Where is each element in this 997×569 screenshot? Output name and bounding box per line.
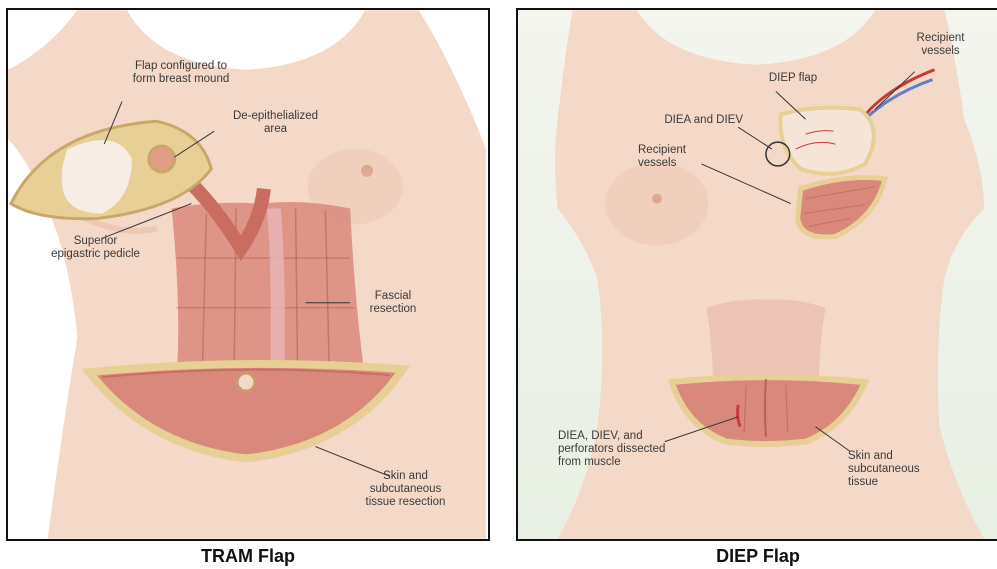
- diep-label-recipient-vessels-left: Recipient vessels: [638, 144, 738, 170]
- diep-label-perforators: DIEA, DIEV, and perforators dissected fr…: [558, 430, 708, 469]
- diep-label-skin-tissue: Skin and subcutaneous tissue: [848, 450, 958, 489]
- tram-illustration: [8, 10, 488, 539]
- diep-label-recipient-vessels-top: Recipient vessels: [893, 32, 988, 58]
- tram-label-de-epithelialized: De-epithelialized area: [208, 110, 343, 136]
- tram-label-fascial-resection: Fascial resection: [348, 290, 438, 316]
- tram-label-flap-configured: Flap configured to form breast mound: [96, 60, 266, 86]
- tram-label-superior-pedicle: Superior epigastric pedicle: [28, 235, 163, 261]
- tram-panel: Flap configured to form breast mound De-…: [6, 8, 490, 541]
- diep-panel: Recipient vessels DIEP flap DIEA and DIE…: [516, 8, 997, 541]
- diep-label-diea-diev: DIEA and DIEV: [628, 114, 743, 127]
- tram-label-skin-resection: Skin and subcutaneous tissue resection: [338, 470, 473, 509]
- diep-caption: DIEP Flap: [608, 546, 908, 567]
- tram-de-epithelialized-circle: [149, 146, 175, 172]
- tram-caption: TRAM Flap: [98, 546, 398, 567]
- diep-label-diep-flap: DIEP flap: [753, 72, 833, 85]
- diep-flap: [780, 108, 873, 174]
